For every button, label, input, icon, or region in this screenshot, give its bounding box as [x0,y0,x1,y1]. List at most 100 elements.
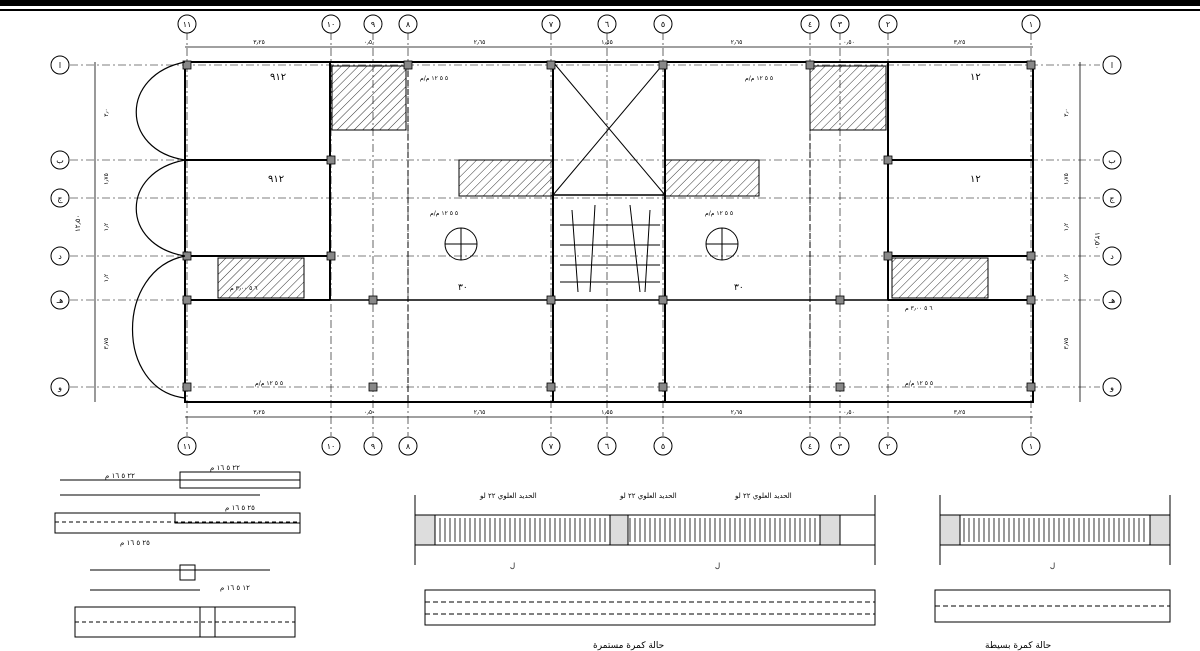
column [835,382,845,392]
column [658,295,668,305]
slab-label: ٣٠ [734,283,744,293]
grid-bubble [50,246,70,266]
grid-bubble-label: ١٠ [327,442,336,451]
column [805,60,815,70]
grid-bubble [363,436,383,456]
dimension-value: ٣٫٠ [103,108,110,116]
grid-bubble-label: ب [56,156,64,165]
grid-bubble [50,150,70,170]
column [835,295,845,305]
column [546,60,556,70]
continuous-beam-text: الحديد العلوي ٢٢ لو الحديد العلوي ٢٢ لو … [479,492,792,651]
grid-bubble [1102,377,1122,397]
dimension-value: ٣٫٢٥ [253,409,265,416]
column [546,295,556,305]
dimension-value: ١٫٢ [1063,274,1070,282]
dimension-value: ٣٫٢٥ [954,39,966,46]
balcony-arcs [132,61,186,399]
rebar-note: ٥ ٥ ١٢ م/م [255,380,283,387]
grid-bubble [597,14,617,34]
dimension-value: ٣٫٢٥ [253,39,265,46]
grid-bubble-label: ١٠ [327,20,336,29]
grid-bubble [800,436,820,456]
grid-bubble [50,290,70,310]
detail-note: الحديد العلوي ٢٢ لو [734,492,792,500]
grid-bubble [177,436,197,456]
grid-bubble-label: د [1110,252,1114,261]
slab-label: ١٢ [970,174,981,185]
grid-bubble [800,14,820,34]
plan-outline [184,61,1034,403]
overall-dim-right: ١٢٫٥٠ [1093,232,1101,249]
grid-bubble-label: ١١ [183,20,192,29]
grid-bubble [363,14,383,34]
beam-note: ٦ ٥ ٣٫٠٠ م [905,305,933,312]
grid-bubble-label: ٨ [406,442,411,451]
detail-note: ٢٥ ٥ ١٦ م [225,504,255,512]
grid-bubble [653,14,673,34]
dimension-value: ٠٫٥٠ [843,39,855,46]
column [326,155,336,165]
grid-bubble [398,436,418,456]
grid-bubble [541,14,561,34]
grid-bubble-label: ٣ [838,442,843,451]
column-markers [182,60,1036,392]
rebar-note: ٥ ٥ ١٢ م/م [420,75,448,82]
column [182,382,192,392]
grid-bubble-label: ٧ [549,442,554,451]
column [182,60,192,70]
dimensions-left: ٣٫٠١٫٧٥١٫٢١٫٢٣٫٧٥ [103,108,110,349]
grid-bubble-label: ٥ [661,20,665,29]
column [368,382,378,392]
dimension-value: ١٫٢ [103,223,110,231]
grid-bubble-label: هـ [1108,296,1116,305]
title-border-thin [0,9,1200,11]
grid-bubble-label: و [1109,383,1114,392]
grid-bubble-label: ١١ [183,442,192,451]
column [1026,295,1036,305]
rebar-note: ٥ ٥ ١٢ م/م [430,210,458,217]
grid-bubble-label: ١ [1029,442,1033,451]
grid-bubble [878,436,898,456]
column [403,60,413,70]
span-label: ل [510,562,515,570]
grid-bubble [830,436,850,456]
rebar-detail-left-text: ٢٢ ٥ ١٦ م ٢٢ ٥ ١٦ م ٢٥ ٥ ١٦ م ٢٥ ٥ ١٦ م … [105,464,255,592]
rebar-note: ٥ ٥ ١٢ م/م [745,75,773,82]
beam-stirrups [439,518,816,542]
grid-bubble-label: د [58,252,62,261]
column [658,60,668,70]
simple-beam-detail [934,495,1171,623]
grid-bubble [1102,188,1122,208]
grid-bubble-label: هـ [56,296,64,305]
grid-lines [70,32,1100,436]
grid-bubble [1102,150,1122,170]
continuous-beam-detail [414,495,876,626]
dimension-lines [94,46,1081,418]
grid-bubble [321,436,341,456]
dimension-value: ٣٫٧٥ [103,338,110,350]
grid-bubble [1102,290,1122,310]
detail-note: ٢٢ ٥ ١٦ م [210,464,240,472]
grid-bubble [653,436,673,456]
beam-note: ٦ ٥ ٣٫٠٠ م [230,285,258,292]
title-border [0,0,1200,6]
grid-bubble-label: ج [1109,194,1115,203]
column [546,382,556,392]
dimension-value: ١٫٧٥ [1063,173,1070,185]
grid-bubble-label: ب [1108,156,1116,165]
dimension-value: ١٫٢ [1063,223,1070,231]
slab-label: ٣٠ [458,283,468,293]
column [1026,382,1036,392]
slab-label: ١٢ [970,72,981,83]
dimension-value: ١٫٥٥ [601,409,613,416]
grid-bubble-label: ٦ [605,442,609,451]
rebar-note: ٥ ٥ ١٢ م/م [905,380,933,387]
grid-bubble-label: ٩ [371,442,375,451]
column [368,295,378,305]
grid-bubble [50,188,70,208]
